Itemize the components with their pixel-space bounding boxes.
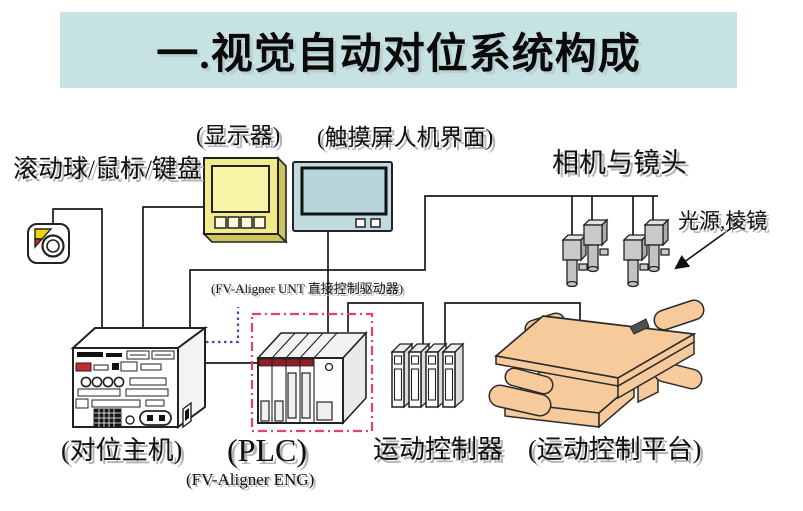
camera-4 [643,218,670,273]
trackball-device [27,223,70,264]
touchscreen-panel [292,161,393,232]
label-platform: (运动控制平台) [528,435,702,464]
label-fv-aligner-unt: (FV-Aligner UNT 直接控制驱动器) [211,281,404,296]
motion-controller [390,342,465,409]
label-controller: 运动控制器 [373,435,504,464]
camera-units [561,218,670,288]
connection-lines [52,195,658,364]
plc-dashed-box [250,312,374,433]
light-prism-arrow [674,223,738,270]
label-fv-aligner-eng: (FV-Aligner ENG) [186,470,315,489]
camera-3 [622,233,649,288]
label-light-prism: 光源,棱镜 [678,209,768,233]
dotted-link-host-plc [206,307,240,344]
label-monitor: (显示器) [196,123,281,148]
label-touchscreen: (触摸屏人机界面) [317,125,494,150]
camera-2 [582,218,609,273]
title-banner: 一.视觉自动对位系统构成 [60,12,737,88]
host-computer [70,326,209,429]
camera-1 [561,233,588,288]
label-plc: (PLC) [227,432,307,468]
label-host: (对位主机) [61,436,183,465]
page-title: 一.视觉自动对位系统构成 [156,31,641,78]
label-input-devices: 滚动球/鼠标/键盘 [13,156,202,183]
label-camera: 相机与镜头 [552,148,687,178]
motion-stage [488,299,705,429]
crt-monitor [202,156,288,244]
plc-unit [256,330,368,426]
